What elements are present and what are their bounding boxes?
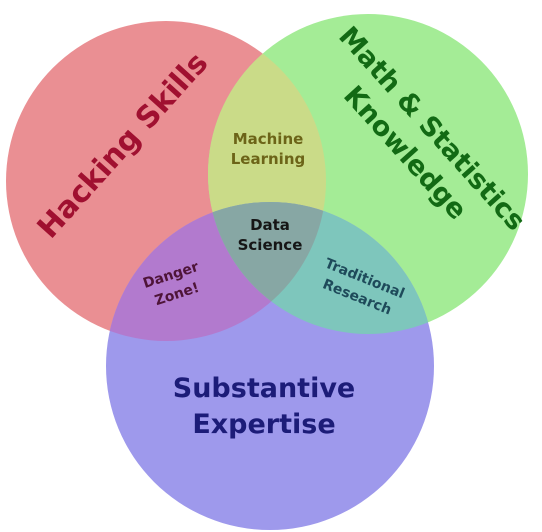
danger-zone-region — [106, 202, 326, 341]
machine-learning-label-line1: Machine — [233, 130, 304, 148]
machine-learning-label-line2: Learning — [231, 150, 306, 168]
substantive-expertise-label-line1: Substantive — [173, 373, 356, 404]
substantive-expertise-label-line2: Expertise — [192, 409, 335, 440]
data-science-label-line1: Data — [250, 216, 290, 234]
data-science-label-line2: Science — [238, 236, 303, 254]
traditional-research-region — [208, 202, 434, 334]
